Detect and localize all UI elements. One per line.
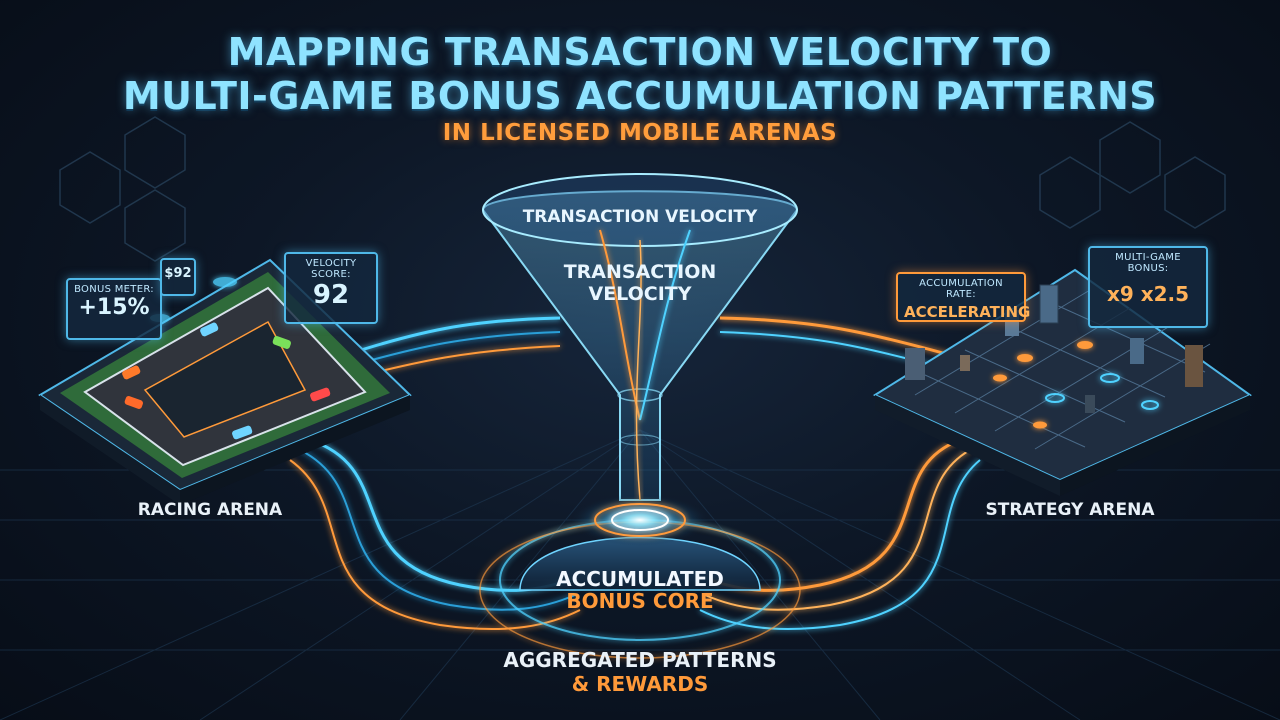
accumulation-rate-value: ACCELERATING (904, 303, 1031, 321)
velocity-score-caption: VELOCITY SCORE: (305, 258, 357, 280)
strategy-arena-label: STRATEGY ARENA (985, 500, 1155, 520)
mini-stat-panel: $92 (160, 258, 196, 296)
strategy-arena-platform (872, 268, 1253, 496)
multi-game-bonus-callout: MULTI-GAME BONUS: x9 x2.5 (1088, 246, 1208, 328)
race-cars (122, 322, 331, 440)
strategy-grid (914, 289, 1211, 450)
bonus-meter-callout: BONUS METER: +15% (66, 278, 162, 340)
mini-stat-value: $92 (164, 266, 192, 281)
accumulation-rate-callout: ACCUMULATION RATE: ACCELERATING (896, 272, 1031, 322)
glowing-tiles (993, 341, 1159, 429)
funnel-rim-label: TRANSACTION VELOCITY (523, 207, 758, 227)
title-line2: MULTI-GAME BONUS ACCUMULATION PATTERNS (122, 74, 1158, 118)
multi-game-bonus-value: x9 x2.5 (1106, 282, 1190, 306)
funnel-inner-label-line2: VELOCITY (589, 283, 692, 305)
core-label-line2: BONUS CORE (566, 589, 713, 613)
bonus-meter-value: +15% (78, 295, 150, 320)
hexagon-pattern-left (59, 116, 186, 262)
transaction-velocity-funnel: TRANSACTION VELOCITY TRANSACTION VELOCIT… (481, 173, 799, 501)
multi-game-bonus-caption: MULTI-GAME BONUS: (1115, 252, 1181, 274)
output-label-line1: AGGREGATED PATTERNS (503, 648, 777, 672)
core-label-line1: ACCUMULATED (556, 567, 724, 591)
racing-arena-label: RACING ARENA (137, 500, 283, 520)
bonus-meter-caption: BONUS METER: (74, 284, 154, 295)
subtitle: IN LICENSED MOBILE ARENAS (442, 120, 838, 146)
velocity-score-callout: VELOCITY SCORE: 92 (284, 252, 378, 324)
velocity-score-value: 92 (312, 280, 350, 310)
accumulated-bonus-core: ACCUMULATED BONUS CORE (479, 494, 801, 659)
title-line1: MAPPING TRANSACTION VELOCITY TO (227, 30, 1053, 74)
accumulation-rate-caption: ACCUMULATION RATE: (919, 278, 1003, 300)
output-label-line2: & REWARDS (571, 672, 709, 696)
hexagon-pattern-right (1039, 121, 1226, 229)
funnel-inner-label-line1: TRANSACTION (564, 261, 717, 283)
